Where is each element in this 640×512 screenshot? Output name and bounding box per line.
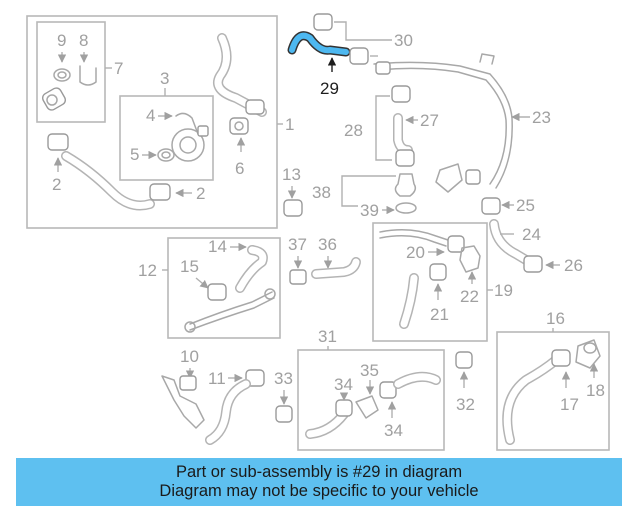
part-29-hose	[287, 31, 351, 57]
callout-23: 23	[532, 108, 551, 127]
callout-19: 19	[494, 281, 513, 300]
callout-20: 20	[406, 243, 425, 262]
part-33-clamp	[275, 405, 293, 423]
callout-34b: 34	[384, 421, 403, 440]
assembly-1-box	[26, 15, 278, 229]
part-3-thermostat-housing	[171, 112, 209, 162]
callout-28: 28	[344, 121, 363, 140]
callout-15: 15	[180, 257, 199, 276]
callout-12: 12	[138, 261, 157, 280]
part-37-clamp	[289, 269, 307, 285]
part-1-upper-pipe	[213, 33, 267, 117]
callout-22: 22	[460, 287, 479, 306]
callout-26: 26	[564, 256, 583, 275]
callout-2b: 2	[196, 184, 205, 203]
callout-18: 18	[586, 381, 605, 400]
callout-39: 39	[360, 201, 379, 220]
callout-36: 36	[318, 235, 337, 254]
callout-7: 7	[114, 59, 123, 78]
callout-24: 24	[522, 225, 541, 244]
callout-37: 37	[288, 235, 307, 254]
part-28-group	[375, 85, 415, 167]
callout-29: 29	[320, 79, 339, 98]
assembly-31-box	[297, 349, 445, 451]
callout-5: 5	[130, 145, 139, 164]
info-banner: Part or sub-assembly is #29 in diagram D…	[16, 458, 622, 506]
part-10-11-assembly	[161, 369, 265, 445]
part-8-clip	[79, 65, 97, 86]
callout-27: 27	[420, 111, 439, 130]
callout-30: 30	[394, 31, 413, 50]
banner-line-1: Part or sub-assembly is #29 in diagram	[175, 463, 463, 481]
assembly-12-box	[167, 237, 281, 339]
part-9-seal	[53, 68, 71, 82]
callout-38: 38	[312, 183, 331, 202]
banner-line-2: Diagram may not be specific to your vehi…	[159, 482, 479, 500]
part-16-hose	[502, 339, 601, 445]
part-19-hoses	[379, 229, 481, 329]
part-5-oring	[157, 148, 175, 162]
callout-11: 11	[208, 369, 226, 388]
callout-21: 21	[430, 305, 449, 324]
part-36-hose	[311, 257, 361, 279]
callout-25: 25	[516, 196, 535, 215]
part-13-clamp	[283, 199, 303, 217]
part-2-lower-hose	[47, 133, 171, 211]
part-38-sensor	[341, 173, 417, 214]
part-24-hose	[481, 197, 543, 273]
callout-14: 14	[208, 237, 227, 256]
callout-17: 17	[560, 395, 579, 414]
callout-3: 3	[160, 69, 169, 88]
callout-34a: 34	[334, 375, 353, 394]
callout-9: 9	[57, 31, 66, 50]
part-32-clamp	[455, 351, 473, 369]
callout-13: 13	[282, 165, 301, 184]
part-12-pipes	[184, 245, 276, 333]
part-connector-7	[41, 87, 67, 111]
assembly-19-box	[372, 222, 488, 342]
callout-32: 32	[456, 395, 475, 414]
part-6-clamp	[229, 117, 249, 135]
part-31-hoses	[305, 371, 441, 439]
callout-6: 6	[235, 159, 244, 178]
callout-35: 35	[360, 361, 379, 380]
callout-8: 8	[79, 31, 88, 50]
callout-33: 33	[274, 369, 293, 388]
callout-4: 4	[146, 106, 155, 125]
part-23-pipe	[373, 53, 513, 193]
part-30-clamps	[313, 13, 392, 65]
callout-2a: 2	[52, 175, 61, 194]
callout-16: 16	[546, 309, 565, 328]
callout-1: 1	[285, 115, 294, 134]
callout-31: 31	[318, 327, 337, 346]
callout-10: 10	[180, 347, 199, 366]
